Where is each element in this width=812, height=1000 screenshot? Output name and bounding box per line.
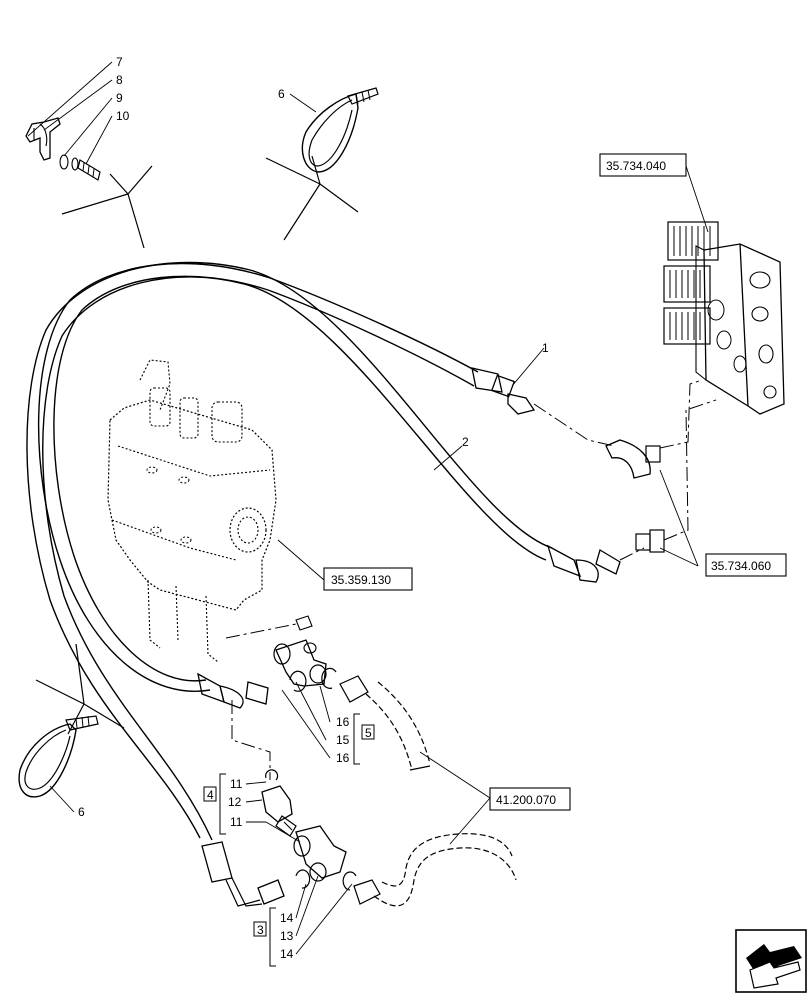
cable-tie-lower: [18, 715, 99, 798]
ref-35-359-130: 35.359.130: [331, 573, 391, 587]
kit-5: 5: [365, 726, 372, 740]
callout-2: 2: [462, 435, 469, 449]
fittings-kit-3: [293, 825, 357, 891]
callout-12: 12: [228, 795, 242, 809]
hose-41-200-070: [339, 675, 517, 907]
leader-lines-7-10: [27, 61, 113, 165]
hose-lower-pipe-end: [201, 841, 285, 907]
callout-15: 15: [336, 733, 350, 747]
previous-page-arrow-icon[interactable]: [735, 929, 807, 993]
callout-16-upper: 16: [336, 715, 350, 729]
valve-block: [695, 243, 785, 415]
section-marker-top-left: [61, 165, 153, 249]
valve-block-solenoid-stack: [663, 221, 719, 345]
fittings-kit-4: [261, 769, 297, 837]
straight-connector: [635, 529, 665, 553]
callout-11-upper: 11: [230, 777, 243, 791]
cable-tie-top: [301, 87, 379, 173]
callout-14-upper: 14: [280, 911, 294, 925]
clip-bracket-assembly: [25, 117, 101, 181]
callout-6-lower: 6: [78, 805, 85, 819]
hose-1-fitting: [471, 367, 536, 415]
callout-8: 8: [116, 73, 123, 87]
callout-6-top: 6: [278, 87, 285, 101]
ref-35-734-040: 35.734.040: [606, 159, 666, 173]
callout-16-lower: 16: [336, 751, 350, 765]
hose-2-elbow-fitting: [546, 544, 621, 583]
elbow-connector: [605, 439, 661, 479]
ref-41-200-070: 41.200.070: [496, 793, 556, 807]
callout-13: 13: [280, 929, 294, 943]
callout-10: 10: [116, 109, 130, 123]
callout-9: 9: [116, 91, 123, 105]
section-marker-lower-left: [35, 643, 125, 735]
ref-35-734-060: 35.734.060: [711, 559, 771, 573]
kit-4: 4: [207, 788, 214, 802]
tee-fitting-kit-5: [273, 615, 337, 692]
long-hose-inner: [26, 261, 553, 841]
kit-3: 3: [257, 923, 264, 937]
hose-lower-elbow-fitting: [197, 672, 269, 709]
callout-14-lower: 14: [280, 947, 294, 961]
long-hose-outer: [37, 262, 479, 692]
section-marker-top-right: [265, 155, 359, 241]
control-valve-body: [107, 359, 277, 663]
callout-7: 7: [116, 55, 123, 69]
callout-1: 1: [542, 341, 549, 355]
callout-11-lower: 11: [230, 815, 243, 829]
